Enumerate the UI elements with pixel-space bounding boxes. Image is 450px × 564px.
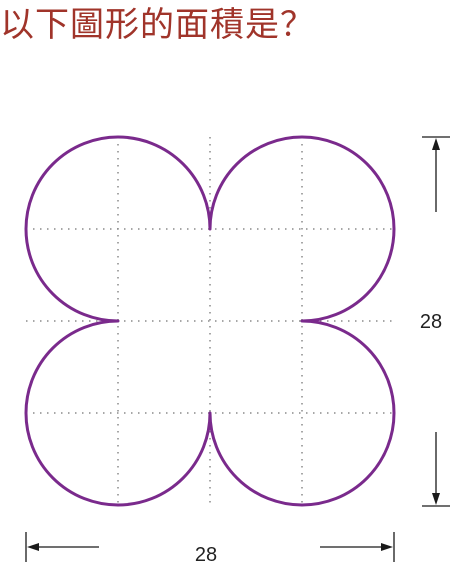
height-label: 28 xyxy=(420,311,442,333)
question-text: 以下圖形的面積是？ xyxy=(0,5,315,45)
width-label: 28 xyxy=(195,544,217,564)
width-arrowhead-right xyxy=(381,543,393,551)
height-arrowhead-down xyxy=(432,493,440,505)
height-dimension xyxy=(422,136,450,507)
four-leaf-outline xyxy=(24,135,396,507)
width-dimension xyxy=(25,532,395,562)
dotted-grid xyxy=(26,137,394,506)
width-arrowhead-left xyxy=(27,543,39,551)
height-arrowhead-up xyxy=(432,138,440,150)
